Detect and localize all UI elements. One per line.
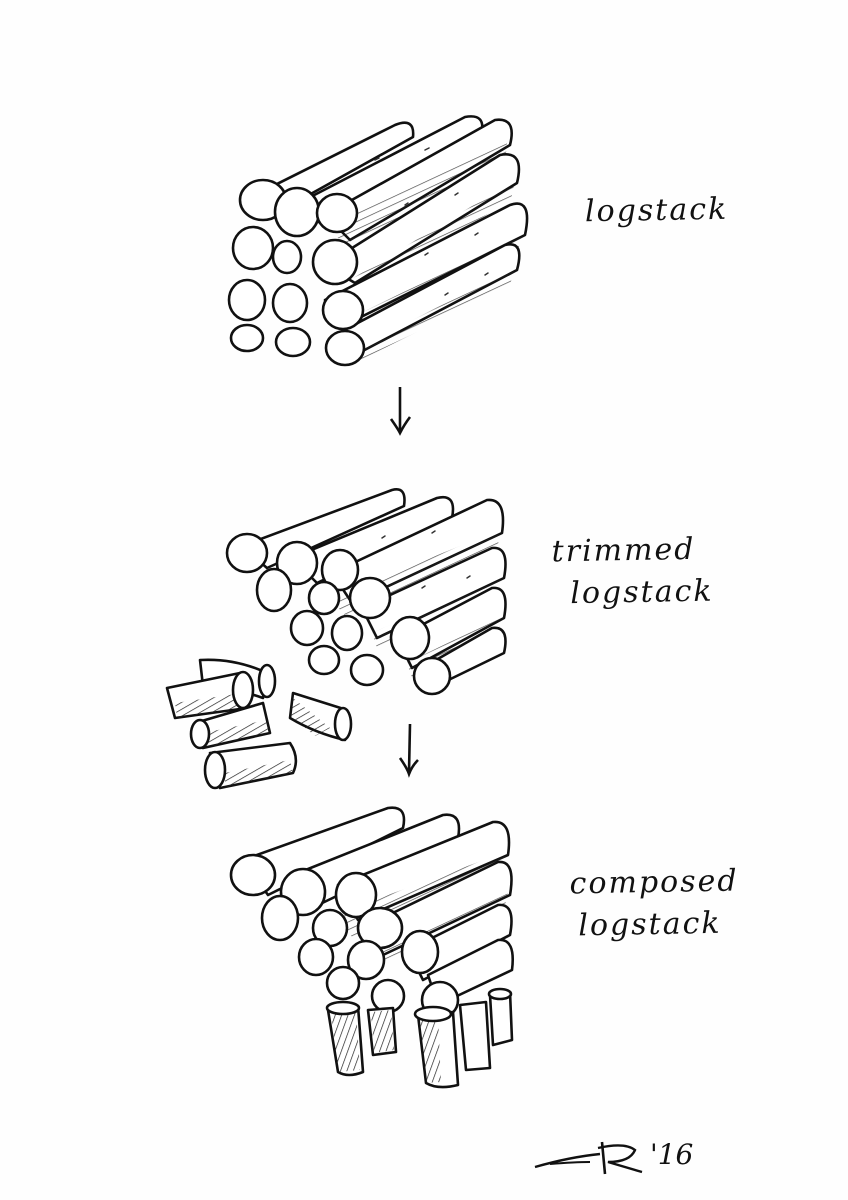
arrow-down-icon [388,385,412,441]
trimmed-logstack-illustration [222,478,512,698]
logstack-illustration [225,105,535,370]
label-line: logstack [578,905,722,944]
label-line: composed [569,863,739,902]
label-line: trimmed [551,531,696,570]
trimmed-offcuts-illustration [155,648,355,796]
stage-label-composed-logstack: composed logstack [569,861,739,948]
signature-year: '16 [650,1138,694,1171]
label-line: logstack [584,191,729,230]
stage-label-trimmed-logstack: trimmed logstack [551,529,714,616]
stage-label-logstack: logstack [585,189,729,233]
composed-logstack-illustration [228,800,518,1090]
label-line: logstack [570,573,714,612]
arrow-down-icon [398,722,422,782]
